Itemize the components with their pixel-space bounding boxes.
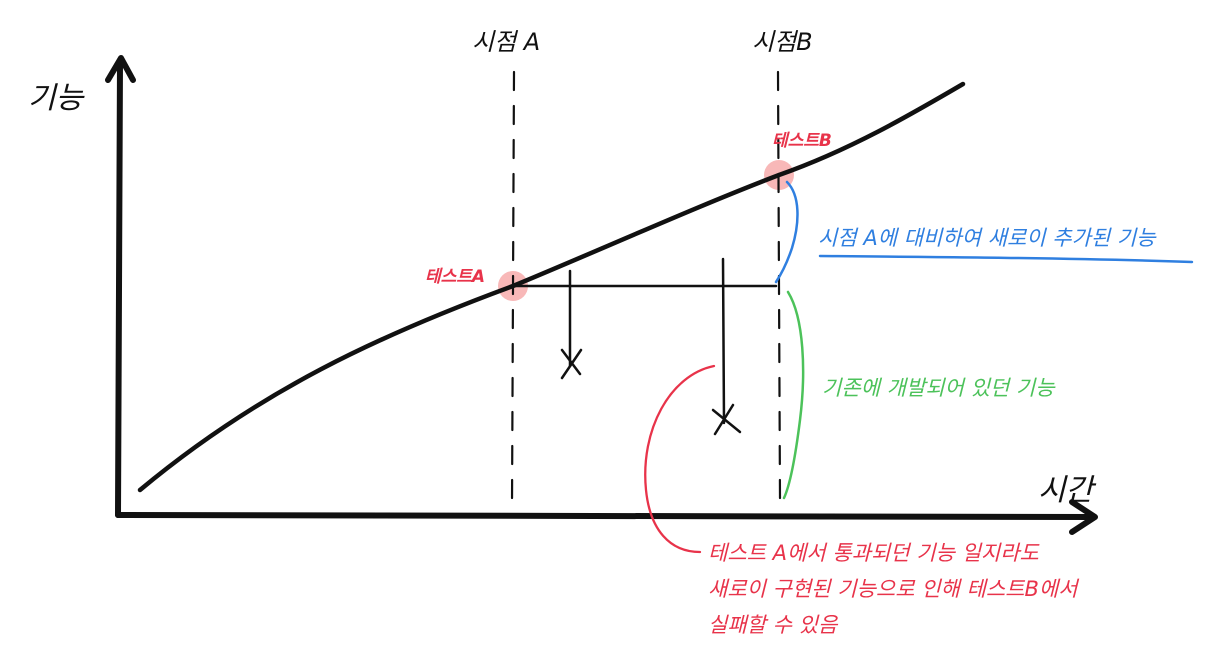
time-a-dashed-line xyxy=(510,70,516,507)
x-axis-arrowhead xyxy=(1069,499,1098,535)
time-marker-b-label: 시점B xyxy=(752,28,813,56)
y-axis xyxy=(115,59,123,518)
x-axis xyxy=(115,512,1095,520)
y-axis-arrowhead xyxy=(105,55,136,83)
new-features-annotation: 시점 A에 대비하여 새로이 추가된 기능 xyxy=(818,226,1157,250)
failure-note-line-3: 실패할 수 있음 xyxy=(708,613,839,637)
x-mark-2 xyxy=(711,403,742,436)
axes xyxy=(105,55,1098,535)
existing-features-annotation: 기존에 개발되어 있던 기능 xyxy=(822,376,1056,400)
existing-features-brace xyxy=(782,290,805,500)
failure-note-line-2: 새로이 구현된 기능으로 인해 테스트B에서 xyxy=(708,577,1080,601)
test-a-label: 테스트A xyxy=(425,267,485,287)
drop-line-2 xyxy=(721,257,726,425)
test-b-label: 테스트B xyxy=(772,131,832,151)
feature-growth-curve xyxy=(137,81,966,493)
failure-note-arrow xyxy=(644,364,716,554)
y-axis-label: 기능 xyxy=(28,81,86,116)
new-features-brace xyxy=(774,180,799,284)
time-marker-a-label: 시점 A xyxy=(472,28,540,56)
new-features-underline xyxy=(818,254,1194,264)
failure-markers xyxy=(560,257,742,436)
time-b-dashed-line xyxy=(776,70,782,502)
x-mark-1 xyxy=(560,348,583,380)
x-axis-label: 시간 xyxy=(1038,473,1097,508)
failure-note-line-1: 테스트 A에서 통과되던 기능 일지라도 xyxy=(708,541,1041,565)
